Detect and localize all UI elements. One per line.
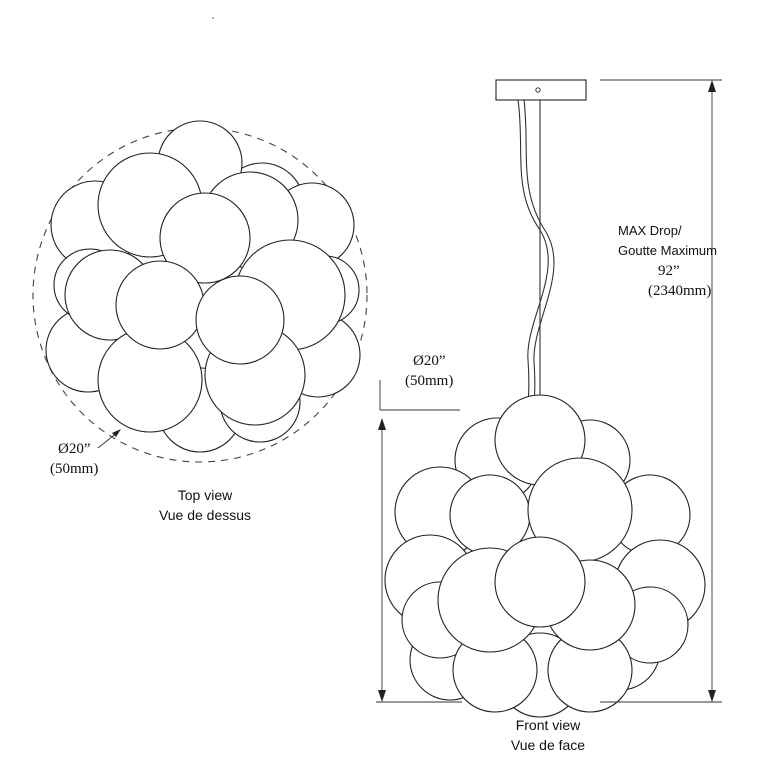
front-view: Ø20” (50mm) MAX Drop/ Goutte Maximum 92”… <box>376 79 722 753</box>
top-view-diameter-label: Ø20” <box>58 441 91 457</box>
height-arrow-bottom <box>378 690 386 702</box>
top-view-balls <box>45 120 361 453</box>
suspension-cable <box>517 99 549 421</box>
top-view: Ø20” (50mm) Top view Vue de dessus <box>32 120 368 523</box>
canopy-screw <box>535 87 541 93</box>
front-view-diameter-metric: (50mm) <box>405 373 453 389</box>
drop-value: 92” <box>658 263 680 279</box>
top-view-diameter-metric: (50mm) <box>50 461 98 477</box>
sphere <box>159 192 251 284</box>
drop-metric: (2340mm) <box>648 283 711 299</box>
drop-arrow-bottom <box>708 690 716 702</box>
top-view-leader-arrow <box>112 429 121 437</box>
suspension-cable-inner <box>523 99 555 421</box>
height-arrow-top <box>378 418 386 430</box>
front-view-diameter-label: Ø20” <box>413 353 446 369</box>
drop-label-line2: Goutte Maximum <box>618 243 717 258</box>
front-view-caption-en: Front view <box>516 717 581 733</box>
sphere <box>494 536 586 628</box>
front-view-caption-fr: Vue de face <box>511 737 585 753</box>
sphere <box>195 275 285 365</box>
sphere <box>115 260 205 350</box>
top-view-caption-fr: Vue de dessus <box>159 507 251 523</box>
top-view-caption-en: Top view <box>178 487 233 503</box>
ceiling-canopy <box>495 79 587 101</box>
speck-mark <box>212 17 214 19</box>
front-view-balls <box>384 394 706 718</box>
drop-arrow-top <box>708 80 716 92</box>
drop-label-line1: MAX Drop/ <box>618 223 682 238</box>
